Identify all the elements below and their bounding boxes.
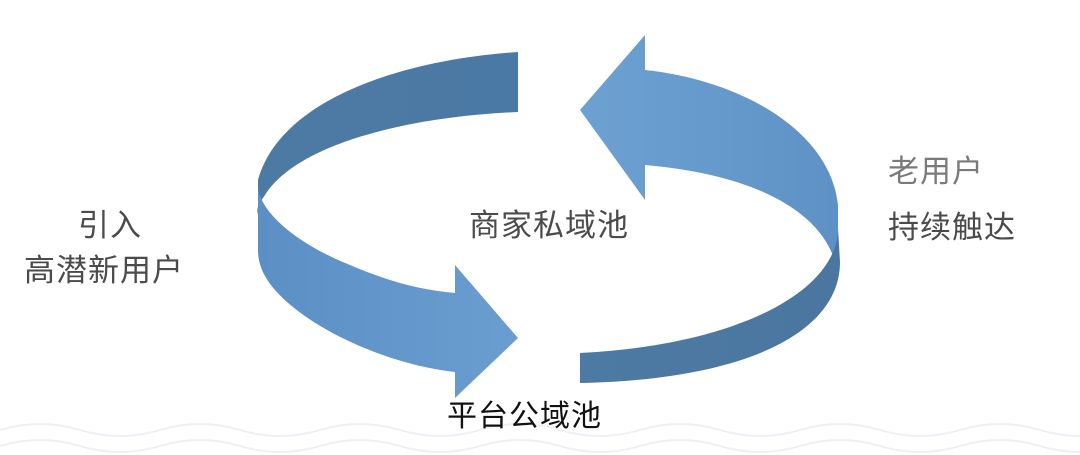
left-label-line1: 引入 (78, 208, 142, 244)
bottom-label: 平台公域池 (447, 399, 602, 434)
center-label: 商家私域池 (469, 208, 629, 244)
right-arrow-front-band (580, 228, 840, 383)
right-label-line1: 老用户 (888, 154, 984, 190)
left-arrow-back-band (257, 52, 518, 214)
right-label-line2: 持续触达 (888, 210, 1016, 246)
background-wave (0, 423, 1080, 453)
left-label-line2: 高潜新用户 (24, 253, 184, 289)
left-arrow-front-band (258, 188, 518, 398)
right-arrow-back-band (580, 35, 838, 275)
